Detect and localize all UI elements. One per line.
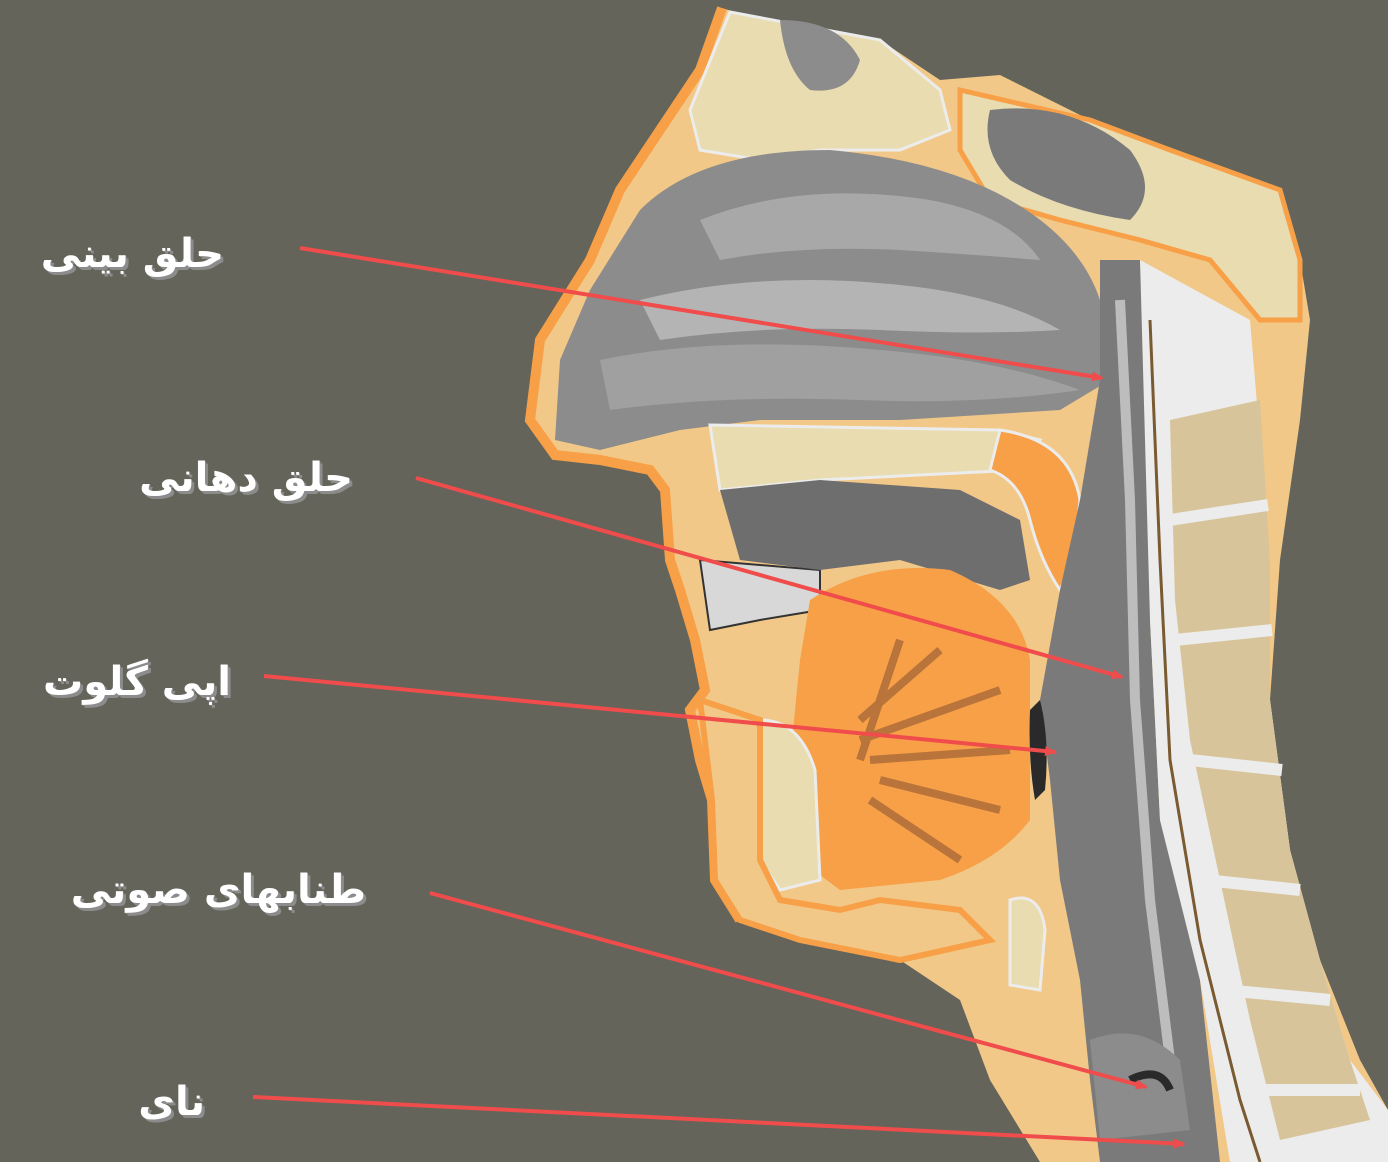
label-trachea: نای: [138, 1082, 205, 1122]
label-nasopharynx: حلق بینی: [41, 234, 224, 274]
label-oropharynx: حلق دهانی: [139, 458, 353, 498]
hyoid-bone: [1010, 898, 1045, 990]
label-epiglottis: اپی گلوت: [43, 662, 231, 702]
label-vocal-cords: طنابهای صوتی: [71, 870, 366, 910]
